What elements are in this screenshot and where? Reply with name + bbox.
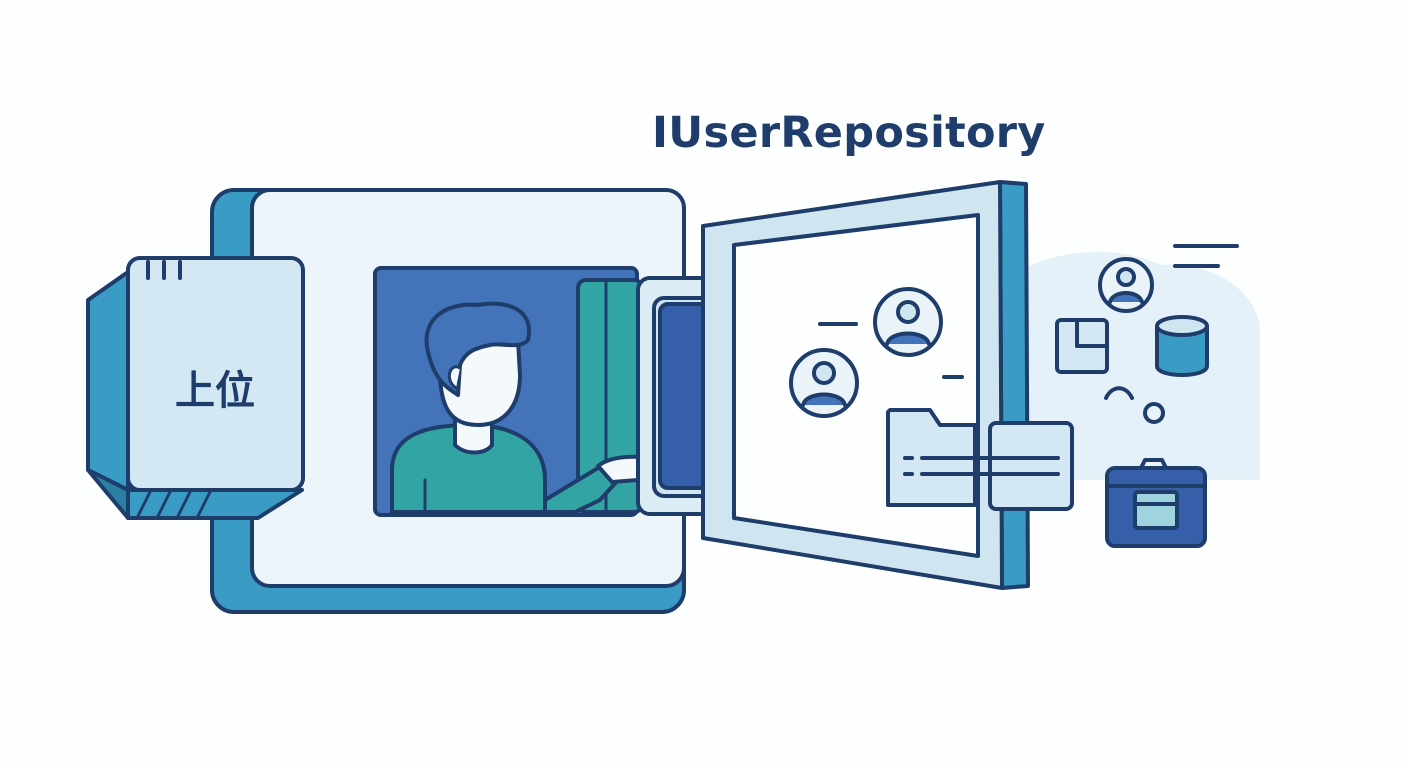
database-icon	[1155, 315, 1209, 377]
interface-frame	[701, 180, 1030, 590]
connector-dot	[1143, 402, 1165, 424]
interface-title: IUserRepository	[652, 108, 1046, 158]
user-icon	[873, 287, 943, 357]
user-icon	[789, 348, 859, 418]
connector-arc	[1104, 386, 1134, 400]
upper-module-label: 上位	[175, 368, 255, 414]
user-icon	[1098, 257, 1154, 313]
folder-icon	[886, 408, 1074, 511]
briefcase-icon	[1105, 458, 1207, 548]
person-icon	[390, 301, 662, 514]
server-block-icon	[86, 256, 305, 520]
document-icon	[1055, 318, 1109, 374]
